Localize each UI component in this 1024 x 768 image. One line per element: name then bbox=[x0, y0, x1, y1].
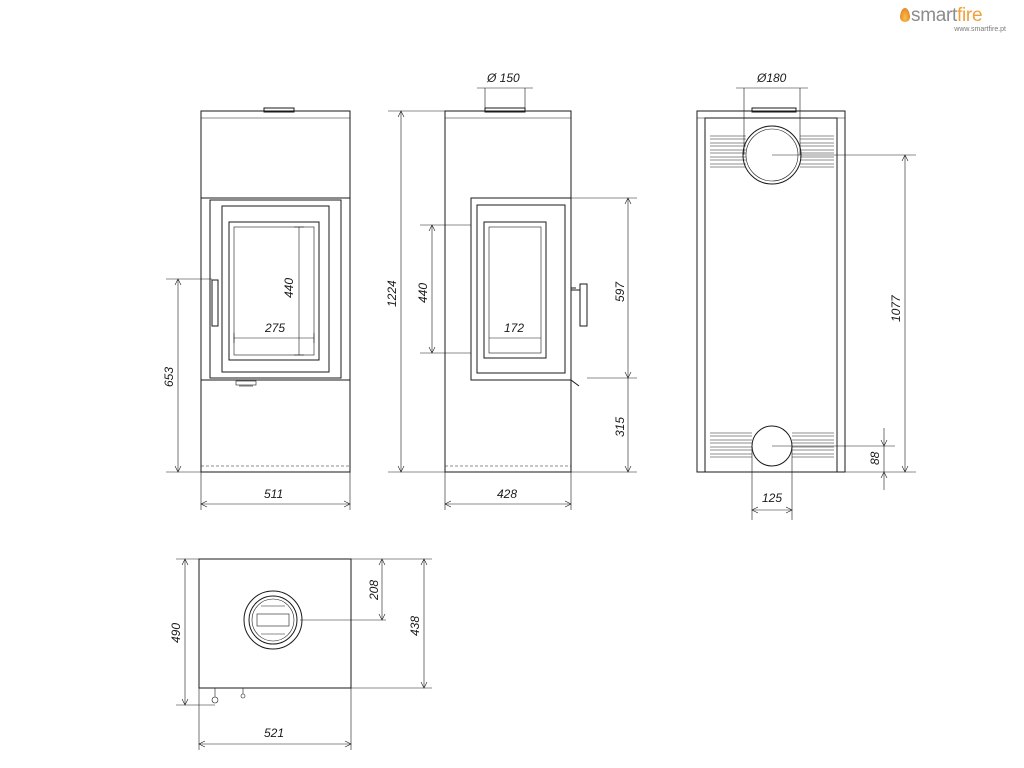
front-glass-height-dim: 440 bbox=[282, 278, 296, 298]
side-flue-diameter-dim: Ø 150 bbox=[486, 71, 520, 85]
side-view: Ø 150 1224 440 172 597 315 bbox=[385, 71, 637, 510]
brand-url: www.smartfire.pt bbox=[954, 26, 1006, 33]
top-flue-offset-dim: 208 bbox=[367, 580, 381, 601]
rear-top-outlet-diameter-dim: Ø180 bbox=[756, 71, 787, 85]
side-depth-dim: 428 bbox=[497, 487, 517, 501]
side-door-handle bbox=[579, 283, 588, 327]
rear-bottom-outlet-height-dim: 88 bbox=[868, 451, 882, 465]
front-door-handle bbox=[211, 279, 219, 327]
rear-bottom-grille bbox=[710, 432, 834, 458]
top-width-dim: 521 bbox=[264, 726, 284, 740]
front-door-section bbox=[200, 197, 351, 381]
top-inner-depth-dim: 438 bbox=[408, 616, 422, 636]
brand-logo: smartfire www.smartfire.pt bbox=[900, 6, 1018, 33]
rear-body-outline bbox=[696, 110, 846, 473]
side-glass bbox=[488, 226, 542, 354]
front-view: 275 440 653 511 bbox=[162, 107, 351, 510]
side-base-height-dim: 315 bbox=[613, 417, 627, 437]
top-body-outline bbox=[198, 558, 352, 689]
rear-top-grille bbox=[710, 135, 834, 168]
flame-icon bbox=[900, 8, 910, 22]
top-depth-dim: 490 bbox=[169, 623, 183, 643]
side-body-outline bbox=[444, 110, 572, 473]
top-flue-collar bbox=[243, 590, 303, 650]
side-door-height-dim: 597 bbox=[613, 281, 627, 302]
rear-bottom-outlet-width-dim: 125 bbox=[762, 491, 782, 505]
side-door bbox=[470, 197, 572, 381]
rear-view: Ø180 1077 88 125 bbox=[696, 71, 916, 520]
side-glass-height-dim: 440 bbox=[416, 283, 430, 303]
front-glass bbox=[233, 226, 315, 356]
rear-top-outlet-height-dim: 1077 bbox=[889, 294, 903, 322]
top-view: 490 208 438 521 bbox=[169, 558, 432, 750]
front-glass-width-dim: 275 bbox=[264, 321, 285, 335]
front-width-dim: 511 bbox=[264, 487, 283, 501]
front-height-dim: 653 bbox=[162, 367, 176, 387]
side-total-height-dim: 1224 bbox=[385, 280, 399, 307]
brand-name: smartfire bbox=[900, 6, 1018, 26]
side-glass-width-dim: 172 bbox=[504, 321, 524, 335]
front-body-outline bbox=[200, 110, 351, 473]
